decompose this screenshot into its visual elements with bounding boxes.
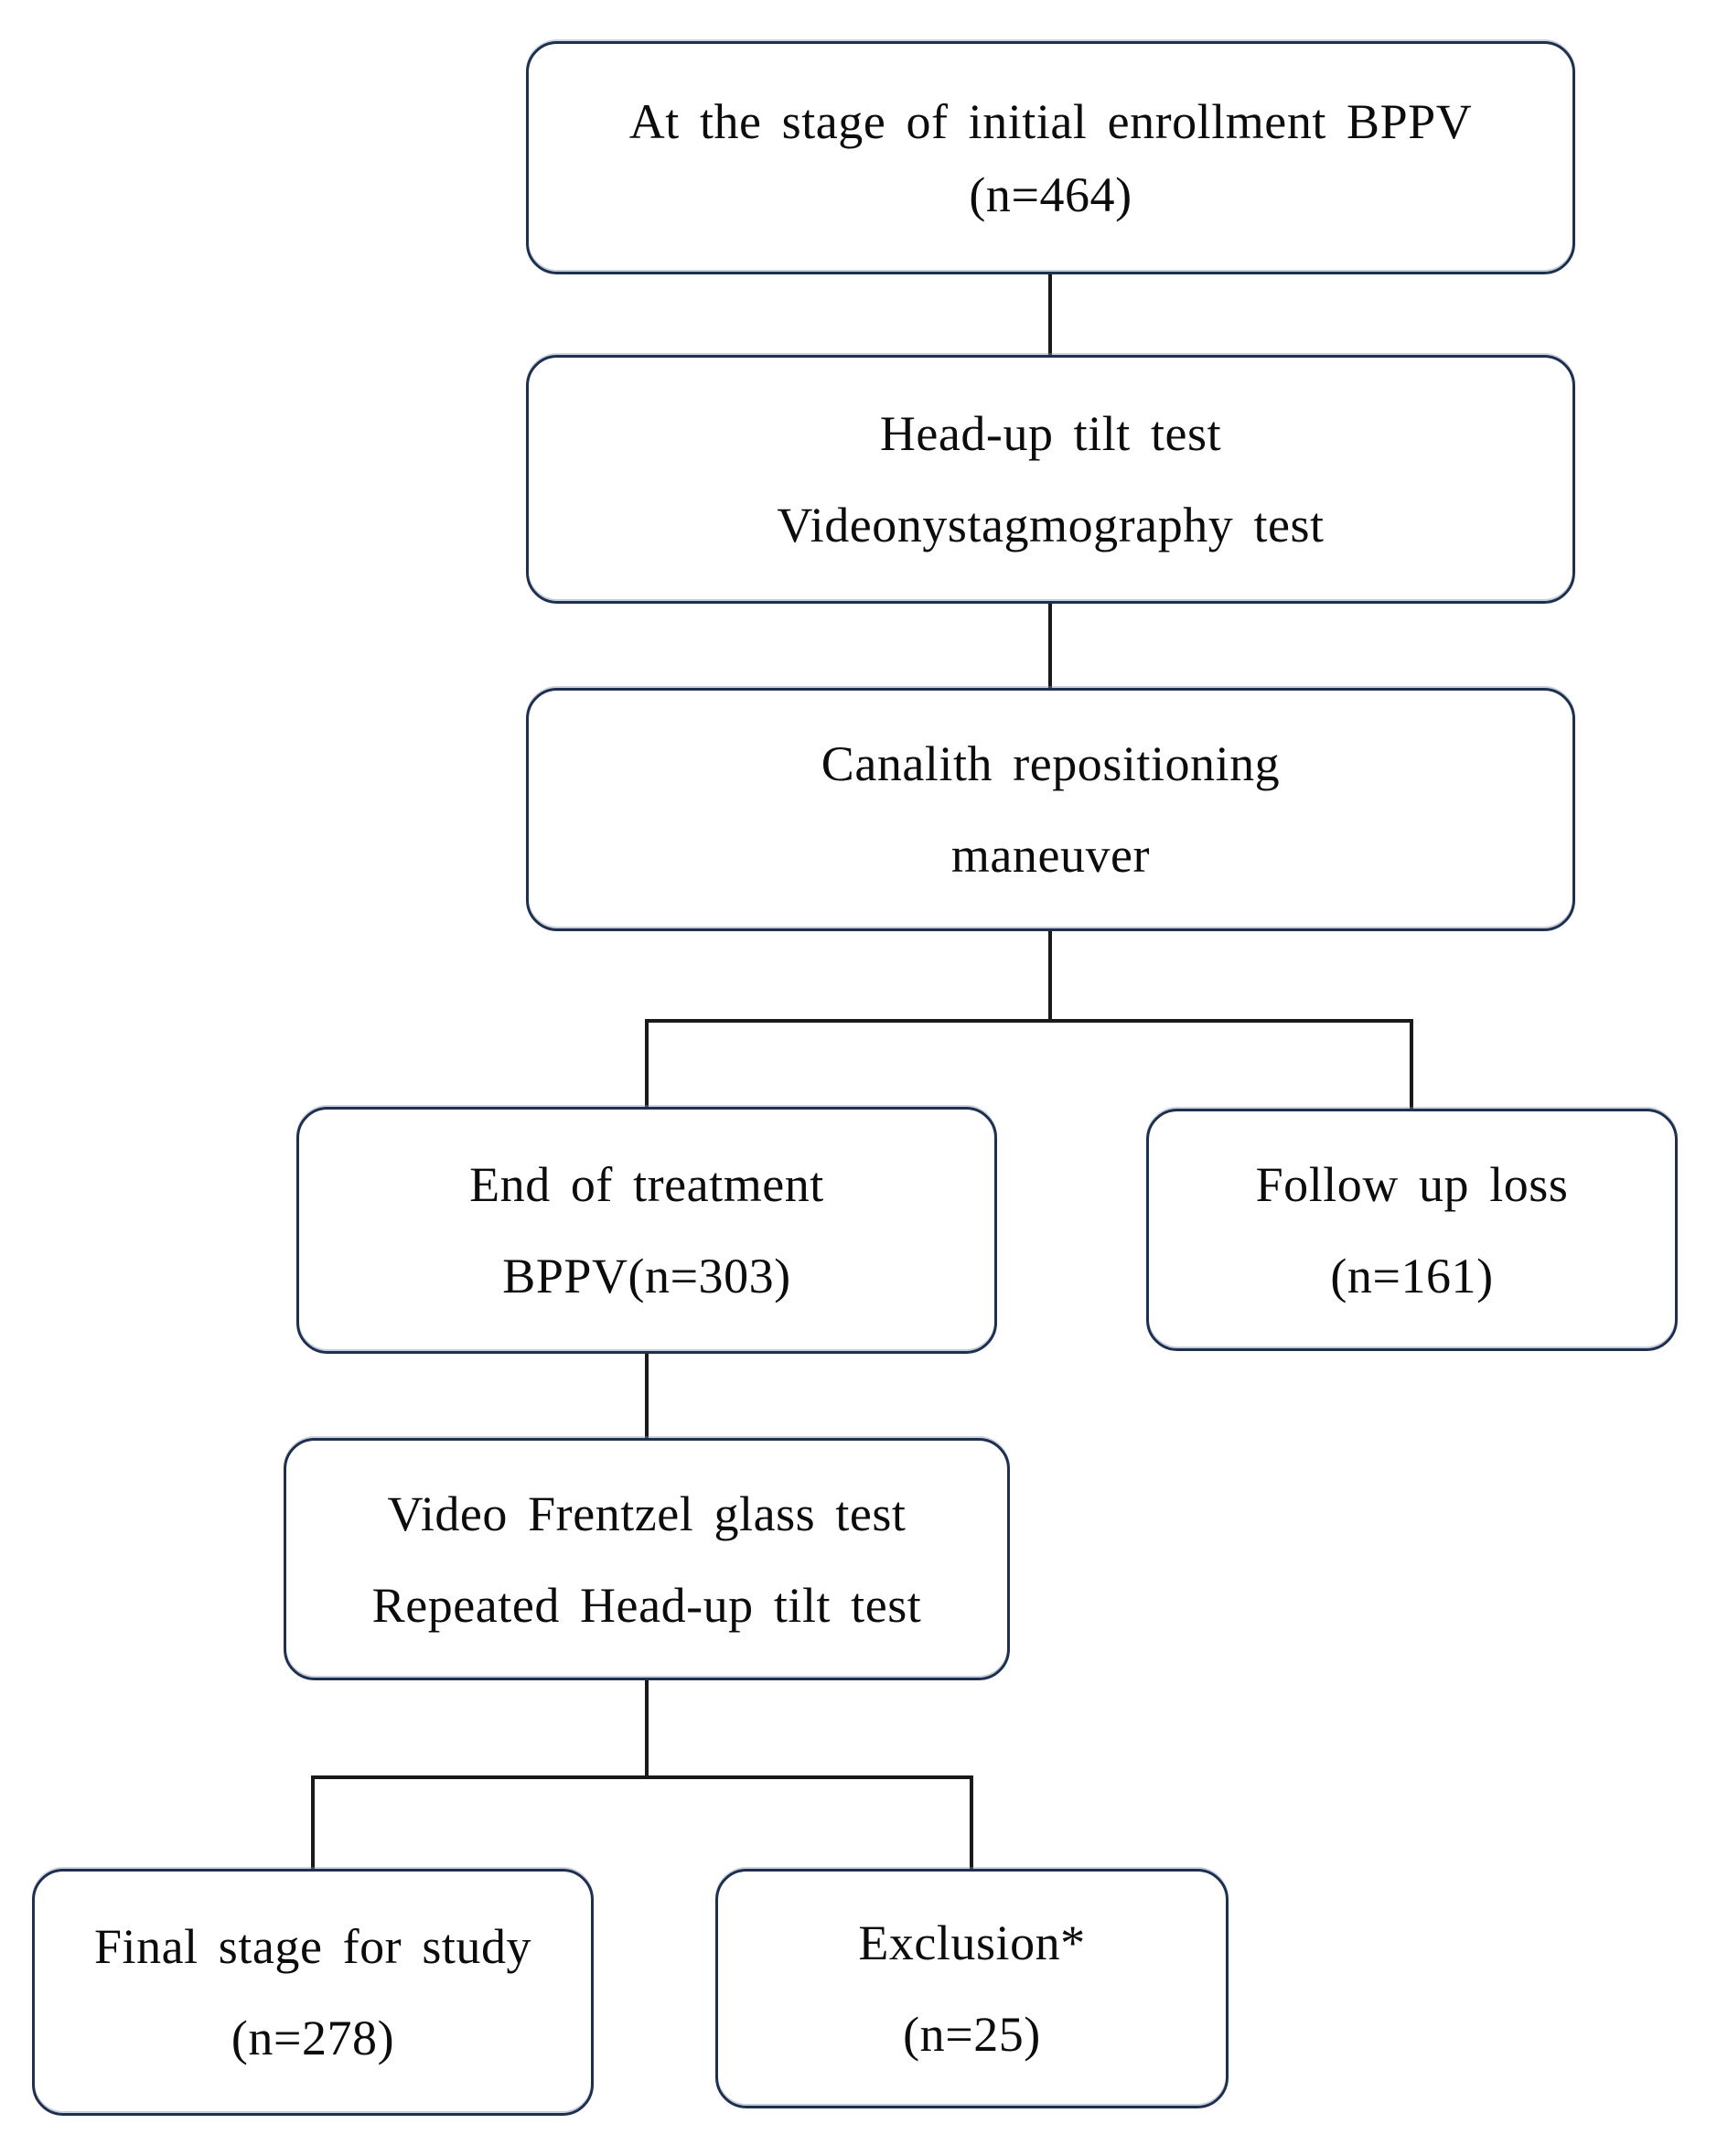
node-end-of-treatment-line1: End of treatment bbox=[469, 1157, 824, 1212]
connector-retest-stem bbox=[645, 1679, 649, 1777]
flow-node-retest: Video Frentzel glass test Repeated Head-… bbox=[284, 1438, 1010, 1680]
node-final-stage-line1: Final stage for study bbox=[93, 1919, 532, 1974]
connector-branch-to-end-of-treatment bbox=[645, 1019, 649, 1109]
flow-node-end-of-treatment: End of treatment BPPV(n=303) bbox=[296, 1107, 997, 1354]
connector-tests-to-crm bbox=[1048, 602, 1052, 690]
node-end-of-treatment-line2: BPPV(n=303) bbox=[502, 1249, 791, 1303]
node-exclusion-line2: (n=25) bbox=[903, 2007, 1041, 2062]
connector-retest-branch-bar bbox=[311, 1775, 973, 1779]
connector-branch-to-follow-up-loss bbox=[1410, 1019, 1413, 1110]
connector-branch-to-final-stage bbox=[311, 1775, 315, 1871]
connector-end-of-treatment-to-retest bbox=[645, 1352, 649, 1440]
node-retest-line1: Video Frentzel glass test bbox=[387, 1486, 907, 1541]
connector-enrollment-to-tests bbox=[1048, 273, 1052, 357]
flow-node-exclusion: Exclusion* (n=25) bbox=[715, 1869, 1229, 2108]
node-enrollment-line2: (n=464) bbox=[969, 166, 1132, 222]
flow-node-tests: Head-up tilt test Videonystagmography te… bbox=[526, 355, 1575, 604]
connector-crm-branch-bar bbox=[645, 1019, 1413, 1023]
node-crm-line1: Canalith repositioning bbox=[821, 736, 1281, 791]
flow-node-enrollment: At the stage of initial enrollment BPPV … bbox=[526, 41, 1575, 274]
node-final-stage-line2: (n=278) bbox=[231, 2011, 395, 2065]
node-exclusion-line1: Exclusion* bbox=[858, 1915, 1086, 1970]
node-tests-line2: Videonystagmography test bbox=[777, 498, 1325, 552]
flow-node-final-stage: Final stage for study (n=278) bbox=[32, 1869, 594, 2116]
node-tests-line1: Head-up tilt test bbox=[879, 406, 1222, 461]
node-crm-line2: maneuver bbox=[950, 828, 1151, 883]
node-follow-up-loss-line2: (n=161) bbox=[1330, 1248, 1494, 1303]
flow-node-follow-up-loss: Follow up loss (n=161) bbox=[1146, 1109, 1678, 1351]
node-enrollment-line1: At the stage of initial enrollment BPPV bbox=[628, 93, 1473, 149]
node-follow-up-loss-line1: Follow up loss bbox=[1255, 1156, 1569, 1212]
connector-crm-stem bbox=[1048, 929, 1052, 1021]
flow-node-crm: Canalith repositioning maneuver bbox=[526, 688, 1575, 931]
node-retest-line2: Repeated Head-up tilt test bbox=[371, 1577, 922, 1633]
connector-branch-to-exclusion bbox=[970, 1775, 973, 1871]
